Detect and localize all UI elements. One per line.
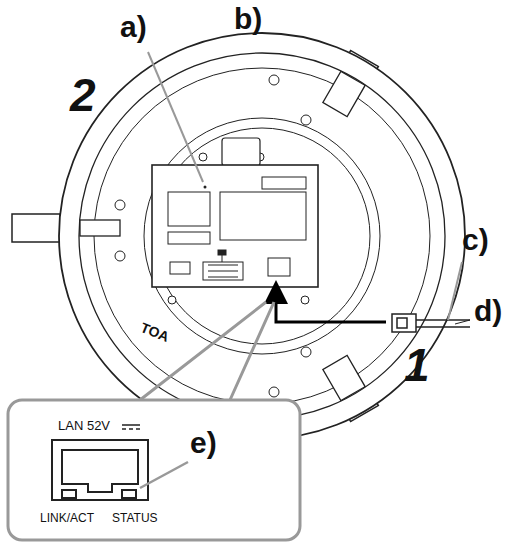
callout-letter: b) bbox=[234, 4, 262, 34]
step-number: 1 bbox=[404, 342, 430, 388]
callout-letter: e) bbox=[190, 428, 217, 458]
led-label: STATUS bbox=[112, 512, 158, 524]
step-number: 2 bbox=[70, 72, 96, 118]
callout-letter: c) bbox=[462, 225, 489, 255]
callout-letter: d) bbox=[474, 296, 502, 326]
callout-letter: a) bbox=[120, 12, 147, 42]
port-label: LAN 52V bbox=[58, 419, 110, 432]
led-label: LINK/ACT bbox=[40, 512, 94, 524]
